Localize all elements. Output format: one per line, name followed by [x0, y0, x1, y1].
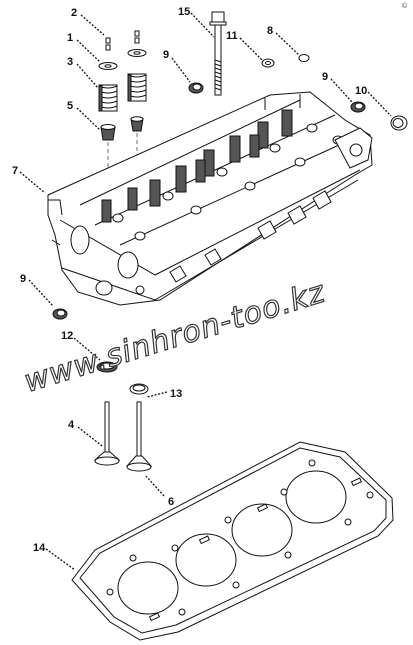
cylinder-head — [47, 91, 373, 306]
callout-labels: 2 1 3 5 15 11 8 9 9 10 7 9 12 4 13 6 14 — [12, 6, 367, 554]
valve-seat — [129, 383, 149, 395]
valve-spring-assembly-left — [98, 37, 118, 141]
callout-2: 2 — [71, 7, 77, 19]
cylinder-head-bolt — [209, 11, 227, 96]
leader-lines — [19, 12, 392, 571]
callout-4: 4 — [68, 419, 75, 431]
sealing-plug-right — [350, 101, 366, 113]
callout-5: 5 — [67, 100, 73, 112]
callout-10: 10 — [355, 85, 367, 97]
callout-14: 14 — [33, 542, 46, 554]
valve-spring-assembly-right — [127, 30, 147, 132]
callout-15: 15 — [178, 6, 190, 18]
callout-7: 7 — [12, 165, 18, 177]
valve-keeper-left — [105, 37, 111, 44]
callout-9-left: 9 — [20, 273, 26, 285]
valve-spring-right — [127, 73, 147, 102]
callout-13: 13 — [170, 388, 182, 400]
callout-6: 6 — [168, 496, 174, 508]
callout-9-right: 9 — [322, 71, 328, 83]
corner-mark: © — [402, 2, 408, 10]
callout-12: 12 — [61, 330, 73, 342]
exhaust-valve — [125, 401, 153, 472]
blind-plug — [298, 54, 310, 62]
callout-11: 11 — [226, 30, 238, 42]
callout-3: 3 — [67, 56, 73, 68]
callout-1: 1 — [67, 32, 73, 44]
sealing-plug-lower — [52, 308, 68, 320]
cylinder-head-gasket — [71, 441, 394, 641]
callout-8: 8 — [267, 25, 273, 37]
intake-valve — [93, 401, 121, 466]
valve-spring-left — [98, 84, 118, 112]
callout-9-top: 9 — [163, 49, 169, 61]
valve-seat-insert — [96, 361, 118, 373]
sealing-plug-top — [188, 82, 204, 94]
valve-keeper-right — [134, 30, 140, 37]
end-cap — [390, 115, 408, 131]
